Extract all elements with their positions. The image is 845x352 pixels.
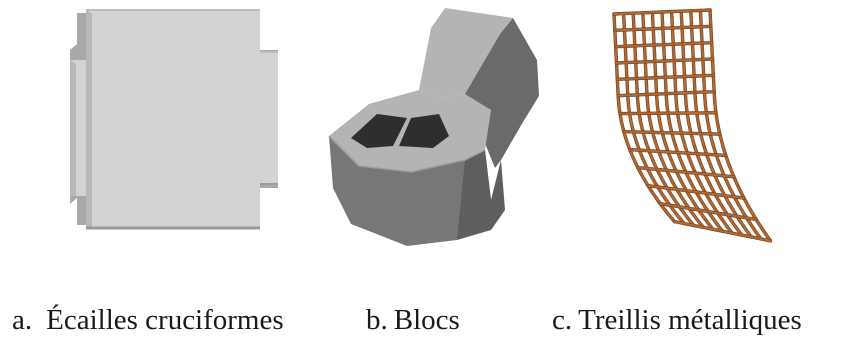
mesh-horizontal-wire — [616, 74, 715, 81]
mesh-horizontal-wire — [613, 9, 711, 15]
panel-face — [70, 10, 278, 228]
mesh-horizontal-wire — [618, 111, 717, 115]
caption-blocks: b.Blocs — [366, 302, 460, 338]
wire-mesh-icon — [612, 8, 773, 243]
caption-wire-mesh: c.Treillis métalliques — [552, 302, 802, 338]
caption-prefix: b. — [366, 304, 388, 336]
block-hole-right — [399, 114, 449, 148]
caption-label: Écailles cruciformes — [46, 304, 284, 336]
cruciform-panel-figure — [50, 0, 300, 260]
segmental-block-icon — [328, 8, 539, 246]
mesh-horizontal-wire — [659, 202, 758, 221]
caption-label: Blocs — [393, 304, 460, 336]
panel-left-tab-edge — [70, 60, 76, 196]
caption-cruciform-panels: a. Écailles cruciformes — [12, 302, 284, 338]
mesh-horizontal-wire — [673, 220, 772, 242]
panel-left-edge — [86, 10, 92, 228]
caption-label: Treillis métalliques — [578, 304, 802, 336]
mesh-horizontal-wire — [636, 166, 735, 178]
block-hole-left — [351, 114, 407, 148]
mesh-horizontal-wire — [628, 148, 727, 157]
wire-mesh-figure — [580, 0, 780, 260]
mesh-horizontal-wire — [615, 58, 714, 64]
mesh-horizontal-wire — [646, 184, 745, 200]
mesh-horizontal-wire — [617, 90, 716, 97]
mesh-horizontal-wire — [613, 25, 712, 32]
cruciform-panel-icon — [70, 9, 278, 230]
mesh-horizontal-wire — [614, 41, 713, 48]
caption-prefix: c. — [552, 304, 573, 336]
segmental-block-figure — [315, 0, 560, 260]
caption-prefix: a. — [12, 304, 33, 336]
block-front-side — [457, 150, 505, 240]
block-tail-top — [419, 8, 513, 98]
mesh-horizontal-wire — [622, 130, 721, 136]
